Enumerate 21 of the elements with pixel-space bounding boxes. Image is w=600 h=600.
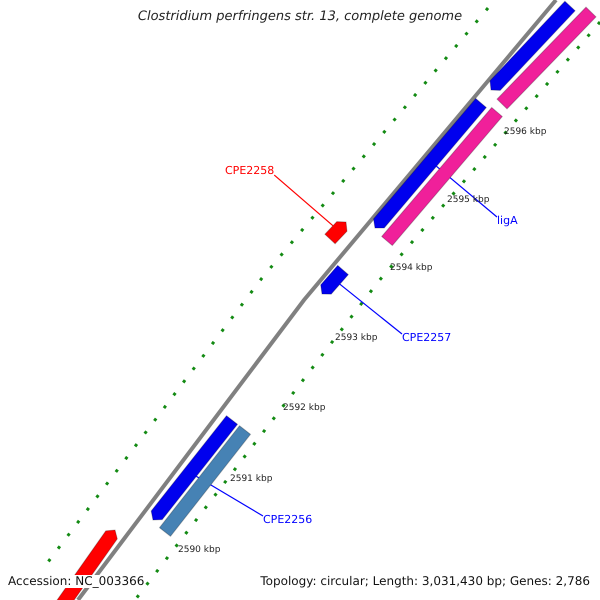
gene-label: CPE2256 xyxy=(263,514,312,526)
scale-label: 2594 kbp xyxy=(390,264,432,274)
gene-label: CPE2257 xyxy=(402,332,452,344)
summary-text: Topology: circular; Length: 3,031,430 bp; Genes: 2,786 xyxy=(260,575,590,588)
gene-feature xyxy=(320,264,349,295)
scale-label: 2591 kbp xyxy=(230,475,272,485)
scale-label: 2593 kbp xyxy=(335,334,378,344)
gene-feature xyxy=(489,0,576,91)
scale-label: 2590 kbp xyxy=(178,546,220,556)
gene-label: CPE2258 xyxy=(225,165,274,178)
accession-text: Accession: NC_003366 xyxy=(8,575,144,588)
gene-feature xyxy=(158,425,252,537)
gene-feature xyxy=(372,98,487,228)
gene-feature xyxy=(496,6,597,110)
gene-feature xyxy=(324,221,348,244)
gene-label: ligA xyxy=(497,215,518,228)
leader-line xyxy=(340,284,402,334)
title: Clostridium perfringens str. 13, complete genome xyxy=(136,10,464,24)
scale-label: 2596 kbp xyxy=(504,128,546,138)
leader-line xyxy=(274,174,334,226)
scale-label: 2592 kbp xyxy=(283,404,326,414)
